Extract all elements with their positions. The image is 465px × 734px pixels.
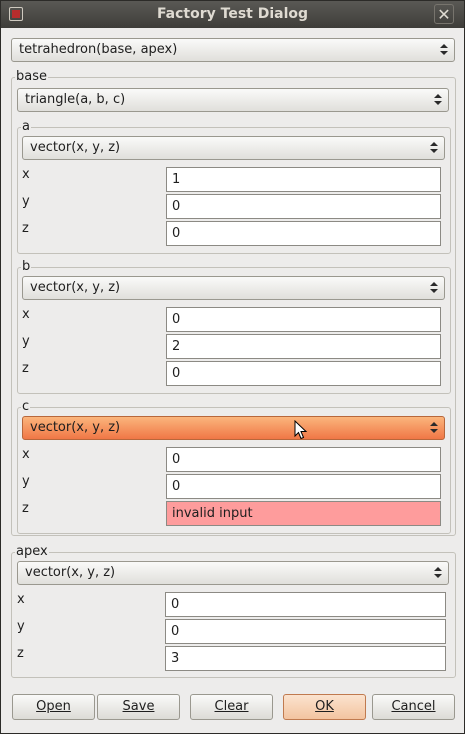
apex-x-label: x	[17, 592, 25, 607]
combo-arrows-icon	[440, 44, 448, 56]
a-z-label: z	[22, 221, 29, 236]
b-combo[interactable]: vector(x, y, z)	[22, 276, 445, 300]
a-group-label: a	[21, 119, 31, 134]
apex-group-label: apex	[15, 544, 49, 559]
base-group	[11, 77, 456, 536]
a-z-field[interactable]: 0	[166, 221, 441, 246]
open-button[interactable]: Open	[12, 694, 95, 720]
base-combo[interactable]: triangle(a, b, c)	[17, 88, 449, 112]
mouse-pointer-icon	[294, 420, 308, 440]
clear-button[interactable]: Clear	[190, 694, 273, 720]
b-group	[17, 267, 451, 394]
tetrahedron-combo[interactable]: tetrahedron(base, apex)	[11, 38, 455, 62]
b-group-label: b	[21, 259, 32, 274]
b-combo-value: vector(x, y, z)	[30, 280, 121, 295]
title-bar[interactable]: Factory Test Dialog ✕	[1, 1, 464, 28]
apex-group	[11, 552, 456, 678]
apex-x-field[interactable]: 0	[165, 592, 446, 617]
close-icon: ✕	[437, 5, 451, 24]
a-combo-value: vector(x, y, z)	[30, 140, 121, 155]
close-window-button[interactable]: ✕	[434, 4, 454, 24]
a-group	[17, 127, 451, 254]
a-x-label: x	[22, 167, 30, 182]
c-z-label: z	[22, 501, 29, 516]
a-x-field[interactable]: 1	[166, 167, 441, 192]
base-combo-value: triangle(a, b, c)	[25, 92, 126, 107]
apex-combo[interactable]: vector(x, y, z)	[17, 561, 449, 585]
c-z-field[interactable]: invalid input	[166, 501, 441, 526]
a-y-label: y	[22, 194, 30, 209]
apex-y-label: y	[17, 619, 25, 634]
b-x-label: x	[22, 307, 30, 322]
b-z-label: z	[22, 361, 29, 376]
tetrahedron-combo-value: tetrahedron(base, apex)	[19, 42, 178, 57]
window-title: Factory Test Dialog	[156, 6, 309, 22]
apex-z-label: z	[17, 646, 24, 661]
a-combo[interactable]: vector(x, y, z)	[22, 136, 445, 160]
c-x-field[interactable]: 0	[166, 447, 441, 472]
combo-arrows-icon	[430, 422, 438, 434]
combo-arrows-icon	[430, 282, 438, 294]
c-y-label: y	[22, 474, 30, 489]
combo-arrows-icon	[434, 567, 442, 579]
c-y-field[interactable]: 0	[166, 474, 441, 499]
apex-y-field[interactable]: 0	[165, 619, 446, 644]
ok-button[interactable]: OK	[283, 694, 366, 720]
b-y-label: y	[22, 334, 30, 349]
b-z-field[interactable]: 0	[166, 361, 441, 386]
apex-z-field[interactable]: 3	[165, 646, 446, 671]
a-y-field[interactable]: 0	[166, 194, 441, 219]
combo-arrows-icon	[430, 142, 438, 154]
base-group-label: base	[15, 69, 48, 84]
c-group-label: c	[21, 399, 31, 414]
b-y-field[interactable]: 2	[166, 334, 441, 359]
save-button[interactable]: Save	[97, 694, 180, 720]
b-x-field[interactable]: 0	[166, 307, 441, 332]
c-group	[17, 407, 451, 534]
c-x-label: x	[22, 447, 30, 462]
apex-combo-value: vector(x, y, z)	[25, 565, 116, 580]
window-menu-icon[interactable]	[9, 7, 23, 21]
c-combo-value: vector(x, y, z)	[30, 420, 121, 435]
c-combo[interactable]: vector(x, y, z)	[22, 416, 445, 440]
combo-arrows-icon	[434, 94, 442, 106]
cancel-button[interactable]: Cancel	[372, 694, 455, 720]
